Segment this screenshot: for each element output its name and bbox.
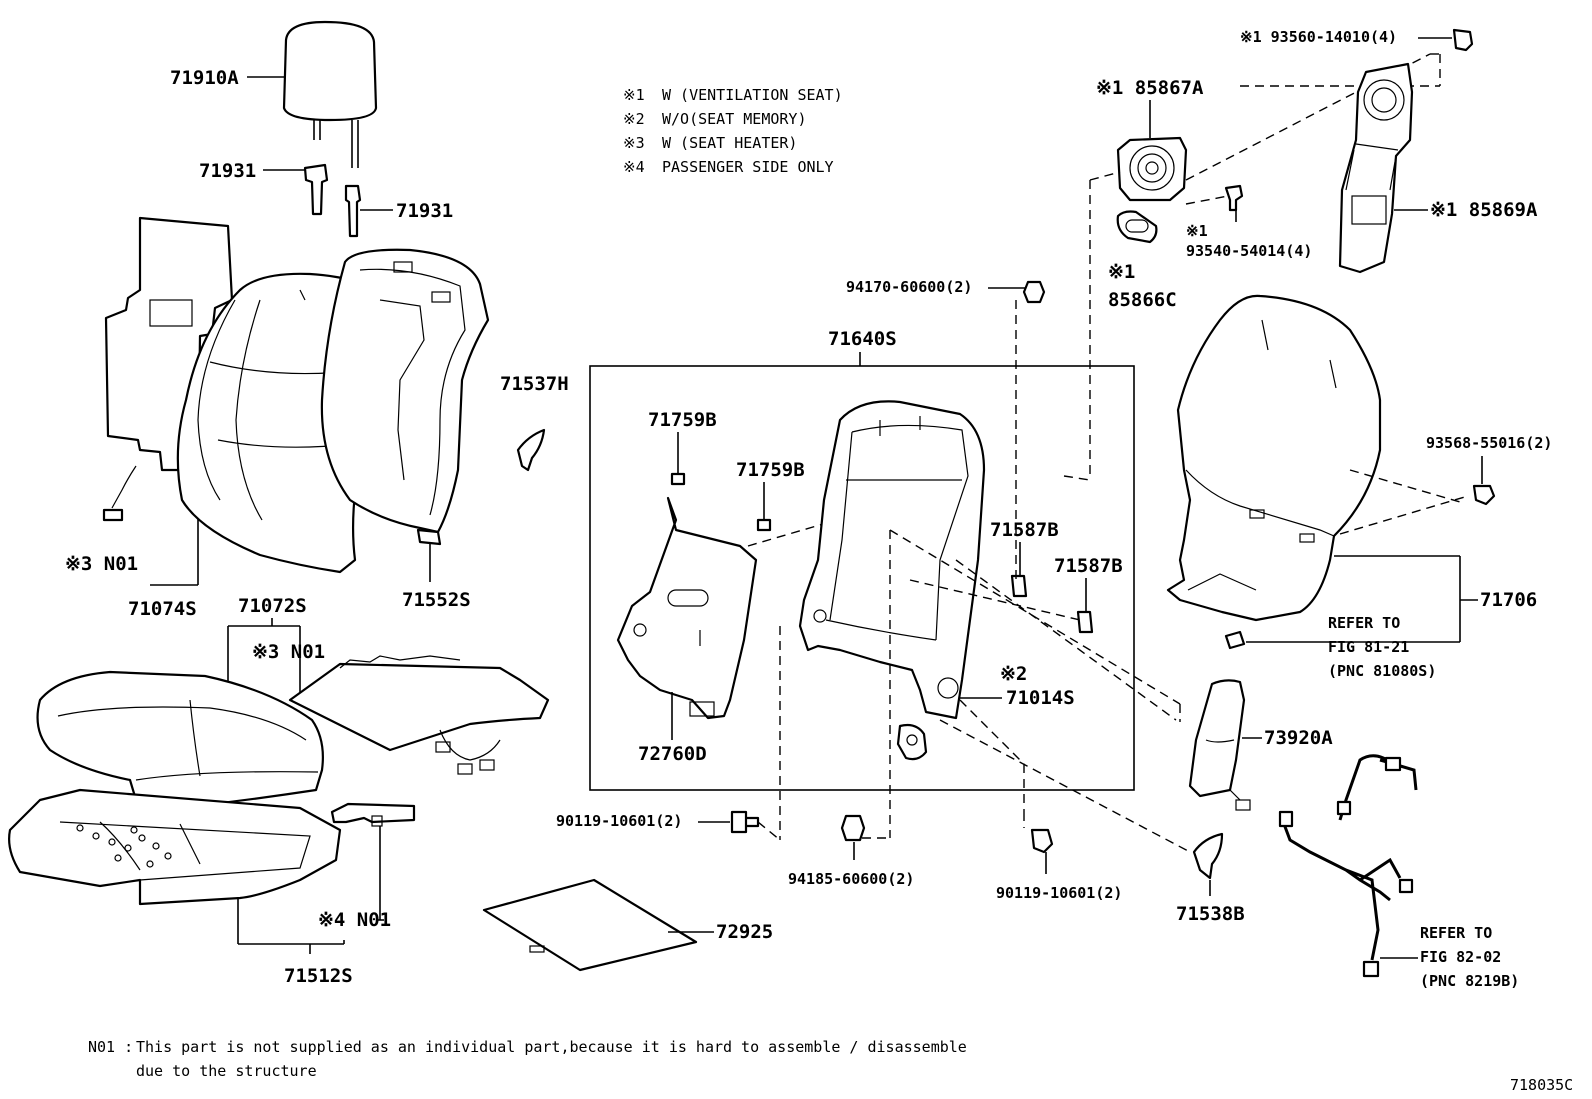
label-n01-cushion-heater: ※3 N01 bbox=[252, 641, 325, 663]
mat-72925-group: 72925 bbox=[482, 878, 773, 972]
legend-mark-4: ※4 bbox=[623, 158, 645, 176]
label-71014S: 71014S bbox=[1006, 687, 1075, 709]
headrest-support-right bbox=[344, 184, 362, 238]
seatback-pad bbox=[320, 248, 490, 534]
label-73920A: 73920A bbox=[1264, 727, 1333, 749]
seatback-heater-panel bbox=[104, 216, 234, 472]
label-71537H: 71537H bbox=[500, 373, 569, 395]
label-85869A: ※1 85869A bbox=[1430, 199, 1538, 221]
bolt-90119-left bbox=[730, 810, 760, 834]
fan-duct-85869A bbox=[1338, 62, 1414, 274]
legend: ※1 W (VENTILATION SEAT) ※2 W/O(SEAT MEMO… bbox=[623, 86, 843, 176]
label-93540: 93540-54014(4) bbox=[1186, 242, 1312, 260]
mat-72925 bbox=[482, 878, 698, 972]
fan-85867A bbox=[1116, 136, 1188, 202]
label-71759B-right: 71759B bbox=[736, 459, 805, 481]
diagram-code: 718035C bbox=[1510, 1076, 1573, 1094]
label-71074S: 71074S bbox=[128, 598, 197, 620]
label-71640S: 71640S bbox=[828, 328, 897, 350]
frame-assembly-group: 71640S 71759B 71759B 72760D 71587B 71587… bbox=[589, 328, 1135, 791]
label-71931-left: 71931 bbox=[199, 160, 256, 182]
label-71587B-lower: 71587B bbox=[1054, 555, 1123, 577]
label-72760D: 72760D bbox=[638, 743, 707, 765]
label-71552S: 71552S bbox=[402, 589, 471, 611]
footnote: N01 : This part is not supplied as an in… bbox=[88, 1038, 967, 1080]
legend-text-4: PASSENGER SIDE ONLY bbox=[662, 158, 834, 176]
refer-pnc-2: (PNC 8219B) bbox=[1420, 972, 1519, 990]
label-71759B-left: 71759B bbox=[648, 409, 717, 431]
clip-71538B bbox=[1192, 832, 1224, 880]
clip-71537H-group: 71537H bbox=[500, 373, 569, 472]
label-85866C-mark: ※1 bbox=[1108, 261, 1135, 283]
side-airbag-73920A bbox=[1188, 679, 1246, 798]
footnote-line-2: due to the structure bbox=[136, 1062, 317, 1080]
side-parts-group: 73920A 71538B REFER TO FIG 82-02 (PNC 82… bbox=[889, 529, 1519, 990]
clip-93568 bbox=[1472, 484, 1496, 506]
refer-to-1: REFER TO bbox=[1328, 614, 1400, 632]
refer-fig-1: FIG 81-21 bbox=[1328, 638, 1409, 656]
headrest-group: 71910A 71931 71931 bbox=[170, 20, 453, 238]
footnote-code: N01 : bbox=[88, 1038, 133, 1056]
label-90119-right: 90119-10601(2) bbox=[996, 884, 1122, 902]
label-71072S: 71072S bbox=[238, 595, 307, 617]
nut-94170 bbox=[1022, 280, 1046, 304]
back-board-group: 93568-55016(2) 71706 REFER TO FIG 81-21 … bbox=[1166, 294, 1552, 680]
legend-text-1: W (VENTILATION SEAT) bbox=[662, 86, 843, 104]
label-71512S: 71512S bbox=[284, 965, 353, 987]
ventilation-group: 94170-60600(2) ※1 85867A ※1 85866C ※1 93… bbox=[846, 28, 1538, 584]
label-71587B-upper: 71587B bbox=[990, 519, 1059, 541]
label-94185: 94185-60600(2) bbox=[788, 870, 914, 888]
duct-85866C bbox=[1116, 210, 1158, 244]
wire-harness bbox=[1282, 754, 1418, 961]
label-94170: 94170-60600(2) bbox=[846, 278, 972, 296]
label-n01-passenger: ※4 N01 bbox=[318, 909, 391, 931]
lumbar-support-72760D bbox=[616, 496, 758, 720]
seat-cushion-cover bbox=[36, 670, 324, 811]
clip-71537H bbox=[516, 428, 546, 472]
label-85866C: 85866C bbox=[1108, 289, 1177, 311]
refer-fig-2: FIG 82-02 bbox=[1420, 948, 1501, 966]
nut-94185 bbox=[840, 814, 866, 842]
label-93560: ※1 93560-14010(4) bbox=[1240, 28, 1397, 46]
frame-clip bbox=[896, 723, 928, 761]
refer-to-2: REFER TO bbox=[1420, 924, 1492, 942]
legend-text-2: W/O(SEAT MEMORY) bbox=[662, 110, 807, 128]
footnote-line-1: This part is not supplied as an individu… bbox=[136, 1038, 967, 1056]
screw-93540 bbox=[1224, 184, 1244, 212]
refer-pnc-1: (PNC 81080S) bbox=[1328, 662, 1436, 680]
seat-cushion-heater bbox=[288, 662, 550, 752]
seat-cushion-pad bbox=[8, 788, 342, 906]
passenger-sensor-part bbox=[330, 802, 416, 824]
label-71706: 71706 bbox=[1480, 589, 1537, 611]
legend-mark-2: ※2 bbox=[623, 110, 645, 128]
seat-cushion-group: 71072S ※3 N01 71512S ※4 N01 bbox=[8, 595, 550, 987]
label-93540-mark: ※1 bbox=[1186, 222, 1208, 240]
lower-bolts-group: 90119-10601(2) 94185-60600(2) 90119-1060… bbox=[556, 530, 1122, 902]
label-71931-right: 71931 bbox=[396, 200, 453, 222]
label-72925: 72925 bbox=[716, 921, 773, 943]
legend-mark-3: ※3 bbox=[623, 134, 645, 152]
back-board-clip bbox=[1224, 630, 1246, 650]
back-board-71706 bbox=[1166, 294, 1382, 622]
seatback-pad-group: 71552S bbox=[320, 248, 490, 611]
label-n01-seatback-heater: ※3 N01 bbox=[65, 553, 138, 575]
legend-mark-1: ※1 bbox=[623, 86, 645, 104]
label-71538B: 71538B bbox=[1176, 903, 1245, 925]
label-93568: 93568-55016(2) bbox=[1426, 434, 1552, 452]
label-85867A: ※1 85867A bbox=[1096, 77, 1204, 99]
label-71910A: 71910A bbox=[170, 67, 239, 89]
headrest-shape bbox=[282, 20, 378, 122]
bolt-90119-right bbox=[1030, 828, 1054, 854]
label-mark-2: ※2 bbox=[1000, 663, 1027, 685]
screw-93560 bbox=[1452, 28, 1474, 52]
legend-text-3: W (SEAT HEATER) bbox=[662, 134, 797, 152]
frame-assembly-box bbox=[589, 365, 1135, 791]
label-90119-left: 90119-10601(2) bbox=[556, 812, 682, 830]
seatback-heater-group: 71074S ※3 N01 bbox=[65, 216, 234, 620]
headrest-support-left bbox=[303, 163, 329, 216]
